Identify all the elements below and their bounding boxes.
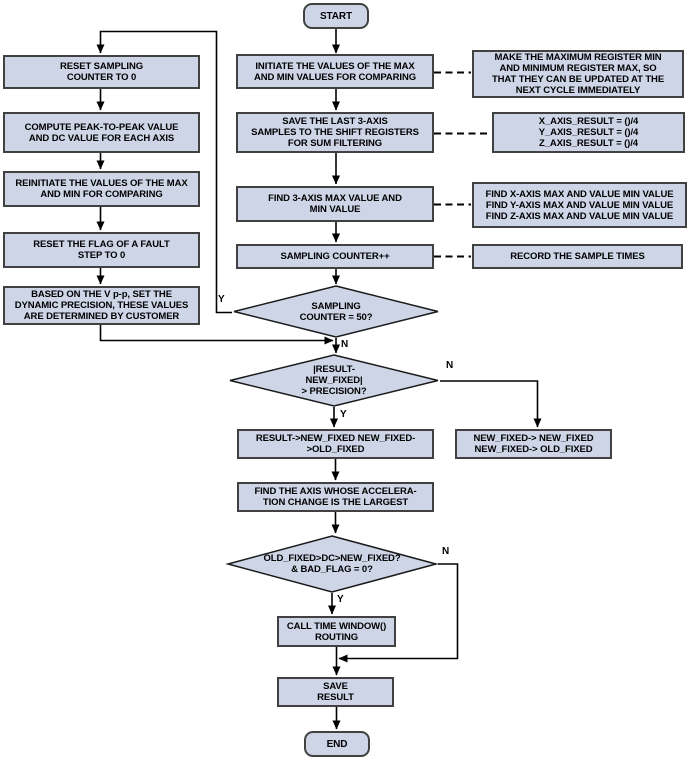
process-label: COMPUTE PEAK-TO-PEAK VALUE AND DC VALUE … (24, 121, 179, 144)
decision-old-fixed-dc-bad-flag: OLD_FIXED>DC>NEW_FIXED? & BAD_FLAG = 0? (226, 535, 438, 593)
process-label: RESET SAMPLING COUNTER TO 0 (59, 61, 144, 83)
process-label: SAVE RESULT (317, 681, 354, 703)
process-label: INITIATE THE VALUES OF THE MAX AND MIN V… (253, 60, 417, 83)
decision-label: SAMPLING COUNTER = 50? (299, 300, 373, 323)
annotation-find-axis-max-min: FIND X-AXIS MAX AND VALUE MIN VALUE FIND… (472, 182, 687, 228)
annotation-axis-result: X_AXIS_RESULT = ()/4 Y_AXIS_RESULT = ()/… (492, 112, 685, 153)
process-result-to-new-fixed: RESULT->NEW_FIXED NEW_FIXED- >OLD_FIXED (237, 429, 434, 459)
process-label: FIND 3-AXIS MAX VALUE AND MIN VALUE (268, 193, 402, 215)
process-label: RESULT->NEW_FIXED NEW_FIXED- >OLD_FIXED (255, 433, 416, 455)
decision-result-precision: |RESULT- NEW_FIXED| > PRECISION? (228, 354, 440, 407)
annotation-record-sample-times: RECORD THE SAMPLE TIMES (472, 244, 683, 269)
process-label: FIND THE AXIS WHOSE ACCELERA- TION CHANG… (254, 486, 417, 508)
annotation-label: RECORD THE SAMPLE TIMES (510, 251, 645, 262)
process-label: RESET THE FLAG OF A FAULT STEP TO 0 (33, 239, 170, 261)
process-find-3axis-max-min: FIND 3-AXIS MAX VALUE AND MIN VALUE (236, 186, 434, 222)
process-find-axis-largest-change: FIND THE AXIS WHOSE ACCELERA- TION CHANG… (237, 482, 434, 512)
branch-label-counter50-yes: Y (218, 294, 225, 305)
branch-label-precision-no: N (446, 360, 454, 371)
annotation-label: FIND X-AXIS MAX AND VALUE MIN VALUE FIND… (485, 188, 674, 222)
process-label: CALL TIME WINDOW() ROUTING (286, 620, 387, 643)
terminator-start: START (303, 3, 369, 29)
process-set-dynamic-precision: BASED ON THE V p-p, SET THE DYNAMIC PREC… (3, 286, 200, 325)
branch-label-precision-yes: Y (340, 409, 347, 420)
process-label: SAVE THE LAST 3-AXIS SAMPLES TO THE SHIF… (251, 116, 419, 149)
arrow-decision2-no (440, 380, 542, 428)
process-label: NEW_FIXED-> NEW_FIXED NEW_FIXED-> OLD_FI… (473, 433, 594, 455)
process-call-time-window: CALL TIME WINDOW() ROUTING (277, 616, 396, 647)
process-label: REINITIATE THE VALUES OF THE MAX AND MIN… (15, 178, 188, 200)
process-compute-peak-to-peak: COMPUTE PEAK-TO-PEAK VALUE AND DC VALUE … (3, 112, 200, 153)
branch-label-window-yes: Y (337, 594, 344, 605)
process-label: BASED ON THE V p-p, SET THE DYNAMIC PREC… (14, 289, 189, 322)
process-reset-sampling-counter: RESET SAMPLING COUNTER TO 0 (3, 55, 200, 89)
arrow-precisionbox-merge (99, 325, 334, 345)
decision-label: |RESULT- NEW_FIXED| > PRECISION? (301, 364, 367, 397)
process-new-fixed-assign: NEW_FIXED-> NEW_FIXED NEW_FIXED-> OLD_FI… (455, 429, 612, 459)
annotation-make-max-min: MAKE THE MAXIMUM REGISTER MIN AND MINIMU… (472, 50, 684, 98)
process-save-samples: SAVE THE LAST 3-AXIS SAMPLES TO THE SHIF… (236, 112, 434, 153)
arrow-decision1-yes-loop (96, 30, 232, 314)
diamond-shape (233, 285, 439, 338)
annotation-label: MAKE THE MAXIMUM REGISTER MIN AND MINIMU… (491, 52, 665, 96)
annotation-label: X_AXIS_RESULT = ()/4 Y_AXIS_RESULT = ()/… (538, 116, 639, 149)
arrow-decision3-no-merge (338, 563, 459, 663)
process-label: SAMPLING COUNTER++ (280, 251, 390, 262)
branch-label-counter50-no: N (341, 339, 349, 350)
decision-label: OLD_FIXED>DC>NEW_FIXED? & BAD_FLAG = 0? (263, 553, 401, 575)
terminator-end: END (304, 731, 370, 757)
decision-sampling-counter-50: SAMPLING COUNTER = 50? (232, 285, 440, 338)
diamond-shape (229, 354, 439, 407)
terminator-start-label: START (319, 10, 353, 22)
process-reinitiate-max-min: REINITIATE THE VALUES OF THE MAX AND MIN… (3, 171, 200, 207)
terminator-end-label: END (326, 738, 348, 750)
process-initiate-max-min: INITIATE THE VALUES OF THE MAX AND MIN V… (236, 54, 434, 89)
process-reset-fault-flag: RESET THE FLAG OF A FAULT STEP TO 0 (3, 232, 200, 268)
diamond-shape (226, 535, 438, 593)
process-save-result: SAVE RESULT (277, 677, 394, 707)
branch-label-window-no: N (442, 546, 450, 557)
process-sampling-counter-increment: SAMPLING COUNTER++ (236, 244, 434, 269)
